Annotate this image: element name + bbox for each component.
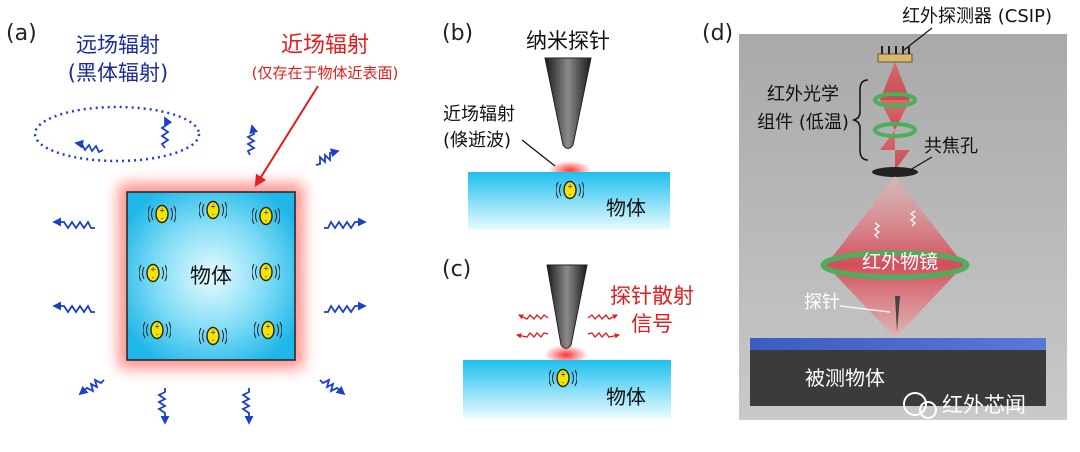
- leader-line: [521, 139, 556, 167]
- panel-c: (c) 探针散射 信号 物体: [442, 257, 694, 418]
- near-field-title: 近场辐射: [281, 33, 369, 58]
- pinhole-label: 共焦孔: [924, 136, 978, 157]
- optics-sublabel: 组件 (低温): [757, 112, 849, 133]
- scatter-signal-subtitle: 信号: [631, 312, 673, 336]
- pinhole-icon: [872, 167, 918, 177]
- panel-d: (d) 红外探测器 (CSIP) 红外光学 组件 (低温): [702, 6, 1067, 420]
- panel-b-tag: (b): [442, 21, 473, 46]
- wave-arrow: [515, 332, 549, 339]
- wave-arrow: [909, 210, 917, 227]
- optics-label: 红外光学: [767, 84, 839, 105]
- panel-b: (b) 纳米探针 近场辐射 (倏逝波) 物体: [442, 21, 670, 230]
- wave-arrow: [74, 139, 104, 154]
- leader-line: [839, 305, 891, 313]
- near-field-note: (仅存在于物体近表面): [252, 64, 399, 82]
- wechat-icon: [903, 392, 927, 416]
- wave-arrow: [52, 217, 95, 230]
- wave-arrow: [246, 124, 259, 156]
- probe-label: 探针: [804, 292, 840, 313]
- sample-block: [750, 350, 1046, 406]
- wave-arrow: [587, 314, 618, 320]
- wave-arrow: [324, 301, 367, 314]
- wave-arrow: [518, 314, 549, 320]
- scattered-waves: [515, 314, 621, 339]
- objective-cone-upper: [826, 176, 964, 265]
- wave-arrow: [873, 222, 881, 239]
- far-field-waves: [52, 116, 367, 425]
- optics-ring: [873, 92, 917, 108]
- far-field-loop: [33, 105, 201, 163]
- watermark: 红外芯闻: [903, 392, 1026, 419]
- evanescent-wave-label: (倏逝波): [443, 130, 511, 151]
- detector-label: 红外探测器 (CSIP): [902, 6, 1052, 27]
- near-field-label: 近场辐射: [443, 104, 515, 125]
- scatter-signal-title: 探针散射: [610, 284, 694, 308]
- object-slab: [463, 360, 671, 418]
- watermark-text: 红外芯闻: [942, 393, 1026, 417]
- wave-arrow: [78, 378, 105, 396]
- leader-line: [909, 156, 933, 171]
- wave-arrow: [241, 388, 254, 425]
- object-label: 物体: [606, 385, 646, 409]
- wave-arrow: [160, 116, 173, 149]
- panel-d-tag: (d): [702, 21, 733, 46]
- sample-label: 被测物体: [805, 366, 885, 390]
- wave-arrow: [587, 332, 621, 339]
- wave-arrow: [315, 148, 340, 166]
- probe-tip: [895, 296, 900, 332]
- objective-ring: [820, 250, 970, 280]
- nano-probe-tip: [544, 57, 592, 149]
- object-label: 物体: [190, 264, 232, 288]
- wave-arrow: [157, 388, 170, 425]
- panel-c-tag: (c): [442, 257, 471, 282]
- emission-arrows: [873, 210, 917, 239]
- probe-tip: [546, 264, 588, 349]
- near-field-pointer-arrow: [254, 85, 319, 188]
- nano-probe-label: 纳米探针: [526, 29, 610, 53]
- far-field-title: 远场辐射: [76, 33, 160, 57]
- sample-surface: [750, 338, 1046, 350]
- object-label: 物体: [606, 196, 646, 220]
- panel-a: (a) 远场辐射 (黑体辐射) 近场辐射 (仅存在于物体近表面) 物体: [6, 21, 399, 425]
- objective-cone-lower: [826, 265, 964, 338]
- wave-arrow: [319, 378, 346, 396]
- beam-upper: [880, 62, 910, 100]
- wave-arrow: [52, 301, 95, 314]
- panel-a-tag: (a): [6, 21, 37, 46]
- beam-lower: [880, 130, 910, 170]
- wave-arrow: [324, 217, 367, 230]
- far-field-subtitle: (黑体辐射): [68, 61, 168, 85]
- objective-label: 红外物镜: [862, 251, 938, 273]
- optics-bracket: [851, 79, 869, 161]
- wechat-icon-bubble: [919, 401, 937, 419]
- optics-ring: [873, 122, 917, 138]
